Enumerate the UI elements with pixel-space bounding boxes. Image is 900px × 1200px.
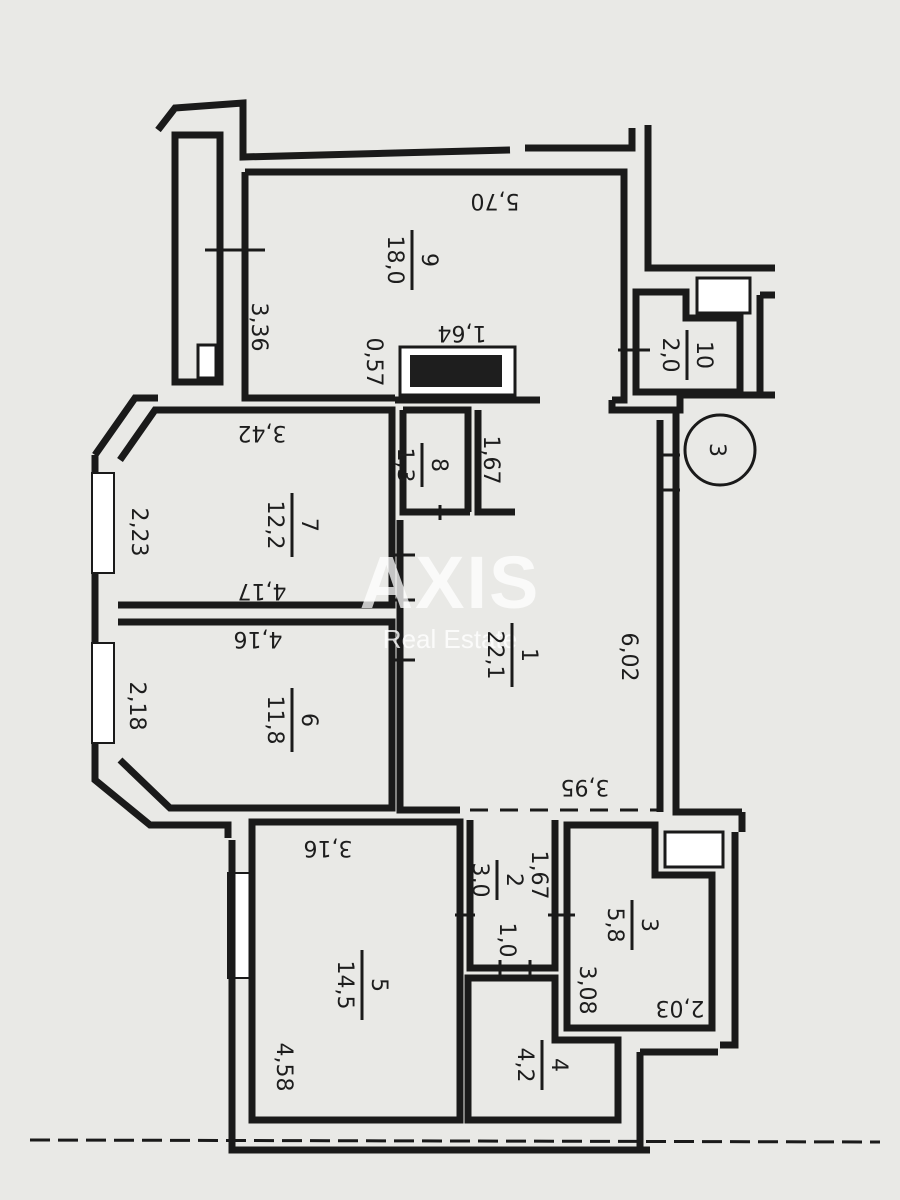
- balcony-radiator: [196, 343, 218, 380]
- right-stub: [608, 291, 775, 414]
- room-area-2: 3,0: [467, 863, 492, 898]
- room-area-6: 11,8: [262, 696, 287, 745]
- dim-balcony-length: 3,36: [246, 303, 271, 352]
- watermark-tagline: Real Estate: [383, 624, 517, 654]
- dim-room2-width: 1,0: [494, 923, 519, 958]
- room2-walls: [466, 820, 559, 972]
- vent-shaft-core: [410, 355, 502, 387]
- room5-walls: [248, 818, 464, 1124]
- door-ticks: [205, 248, 680, 980]
- room-number-2: 2: [501, 873, 526, 887]
- room4-walls: [464, 974, 622, 1124]
- room-number-5: 5: [366, 978, 391, 992]
- room3-walls: [563, 821, 716, 1032]
- room-area-10: 2,0: [657, 338, 682, 373]
- dim-room5-top: 3,16: [304, 835, 353, 860]
- dim-room9-width: 5,70: [471, 188, 520, 213]
- dim-room6-side: 2,18: [124, 682, 149, 731]
- room6-walls: [117, 618, 396, 812]
- dimension-labels: 5,70 3,36 1,64 0,57 3,42 2,23 4,17 1,67 …: [124, 188, 704, 1091]
- dim-vent-width: 1,64: [438, 320, 487, 345]
- room7-walls: [117, 406, 396, 609]
- walls: [29, 99, 881, 1154]
- dim-room2-length: 1,67: [526, 851, 551, 900]
- room8-walls: [399, 406, 515, 516]
- right-upper-wall: [644, 125, 775, 272]
- room-area-4: 4,2: [512, 1048, 537, 1083]
- window-room6: [91, 642, 115, 744]
- dim-room7-side: 2,23: [126, 508, 151, 557]
- room-number-7: 7: [296, 518, 321, 532]
- balcony-outline: [155, 99, 511, 161]
- room-area-3: 5,8: [602, 908, 627, 943]
- dim-room3-width: 2,03: [656, 995, 705, 1020]
- room-number-1: 1: [516, 648, 541, 662]
- room-area-7: 12,2: [262, 501, 287, 550]
- corridor-right-wall: [656, 412, 742, 816]
- room1-walls: [396, 520, 460, 814]
- section-marker: 3: [704, 443, 729, 457]
- dim-room6-top: 4,16: [234, 626, 283, 651]
- room-number-8: 8: [426, 458, 451, 472]
- dim-room1-length: 6,02: [616, 633, 641, 682]
- room-area-5: 14,5: [332, 961, 357, 1010]
- section-marker-circle: [683, 413, 757, 487]
- dim-room7-top: 3,42: [238, 420, 287, 445]
- room3-fixture: [663, 830, 725, 869]
- top-wall: [525, 128, 636, 152]
- room10-fixture: [695, 276, 752, 315]
- room-number-3: 3: [636, 918, 661, 932]
- dim-room5-side: 4,58: [271, 1043, 296, 1092]
- window-room7: [91, 472, 115, 574]
- dim-room8-length: 1,67: [478, 436, 503, 485]
- watermark-brand: AXIS: [360, 541, 541, 624]
- balcony-inner: [171, 131, 224, 386]
- dim-vent-depth: 0,57: [361, 338, 386, 387]
- room9-walls: [241, 168, 628, 404]
- dim-room7-bottom: 4,17: [238, 578, 287, 603]
- bottom-outer-wall: [228, 840, 650, 1154]
- room-area-1: 22,1: [482, 631, 507, 680]
- room-number-6: 6: [296, 713, 321, 727]
- room-labels: 918,0 102,0 81,3 712,2 611,8 122,1 23,0 …: [262, 230, 716, 1090]
- room-number-4: 4: [546, 1058, 571, 1072]
- left-bay-top: [92, 394, 158, 458]
- room-number-10: 10: [691, 341, 716, 369]
- room10-walls: [632, 288, 744, 396]
- dim-room1-width: 3,95: [561, 774, 610, 799]
- dim-room3-length: 3,08: [574, 966, 599, 1015]
- bottom-hatch: [29, 1138, 881, 1144]
- room-number-9: 9: [416, 253, 441, 267]
- room-area-8: 1,3: [392, 448, 417, 483]
- room-area-9: 18,0: [382, 236, 407, 285]
- right-lower-wall: [636, 812, 746, 1150]
